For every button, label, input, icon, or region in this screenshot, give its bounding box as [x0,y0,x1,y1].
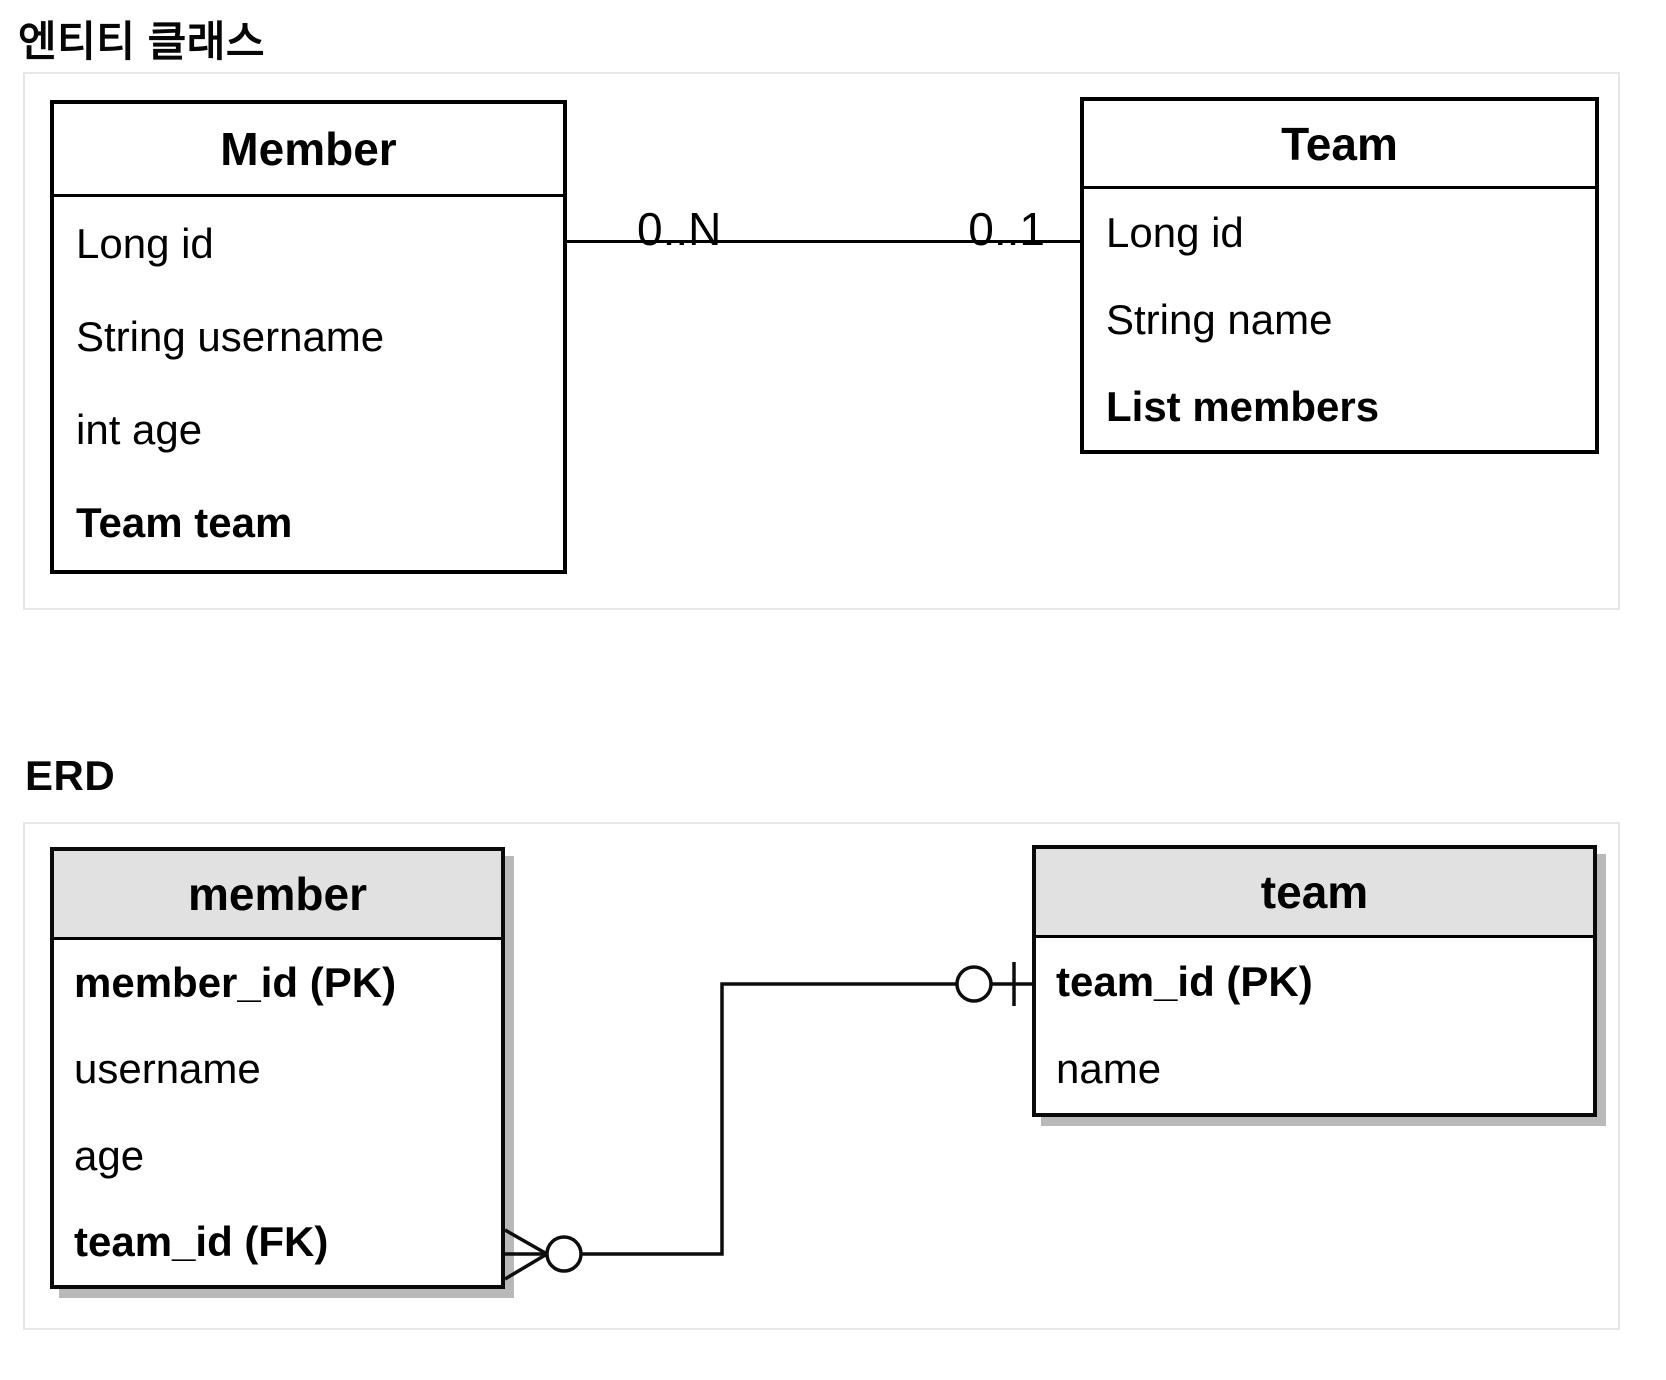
uml-diagram-panel: Member Long id String username int age T… [23,72,1620,610]
zero-circle-marker [955,965,993,1003]
uml-field-members-ref: List members [1106,382,1380,430]
uml-field: Long id [76,219,214,267]
erd-diagram-panel: member member_id (PK) username age team_… [23,822,1620,1330]
uml-class-team-title: Team [1084,101,1595,189]
erd-table-team-columns: team_id (PK) name [1036,938,1593,1113]
erd-table-member-columns: member_id (PK) username age team_id (FK) [54,940,501,1285]
uml-class-team-fields: Long id String name List members [1084,189,1595,450]
uml-field-team-ref: Team team [76,499,293,547]
uml-association-line [567,240,1080,243]
cardinality-label-one: 0..1 [968,203,1045,255]
erd-table-team-title: team [1036,849,1593,938]
cardinality-label-many: 0..N [637,203,722,255]
uml-class-team: Team Long id String name List members [1080,97,1599,454]
uml-field: String name [1106,295,1333,343]
erd-column: age [74,1131,145,1179]
erd-column: username [74,1045,261,1093]
erd-column-fk: team_id (FK) [74,1217,329,1265]
erd-column-pk: member_id (PK) [74,959,397,1007]
crow-foot-many-marker [504,1228,548,1281]
uml-class-member: Member Long id String username int age T… [50,100,567,574]
erd-table-team: team team_id (PK) name [1032,845,1597,1117]
section-heading-entity-class: 엔티티 클래스 [18,18,266,65]
uml-field: Long id [1106,208,1244,256]
zero-circle-marker [545,1235,583,1273]
erd-table-member-title: member [54,851,501,940]
uml-field: int age [76,406,203,454]
section-heading-erd: ERD [25,752,116,799]
erd-table-member: member member_id (PK) username age team_… [50,847,505,1289]
uml-class-member-title: Member [54,104,563,197]
erd-column: name [1056,1045,1162,1093]
uml-class-member-fields: Long id String username int age Team tea… [54,197,563,570]
connector-path [581,982,957,1256]
erd-column-pk: team_id (PK) [1056,957,1313,1005]
uml-field: String username [76,312,385,360]
